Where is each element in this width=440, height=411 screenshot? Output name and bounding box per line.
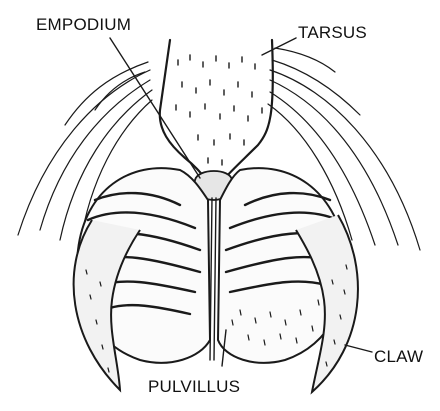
tarsus-leader [262, 38, 296, 55]
tarsus-label: TARSUS [298, 23, 367, 42]
tarsus-segment [160, 40, 273, 178]
empodium-leader [110, 38, 200, 178]
claw-label: CLAW [374, 347, 423, 366]
claw-leader [345, 345, 372, 352]
empodium-label: EMPODIUM [36, 15, 131, 34]
pulvillus-label: PULVILLUS [148, 377, 240, 396]
tarsus-stipple [176, 55, 262, 165]
